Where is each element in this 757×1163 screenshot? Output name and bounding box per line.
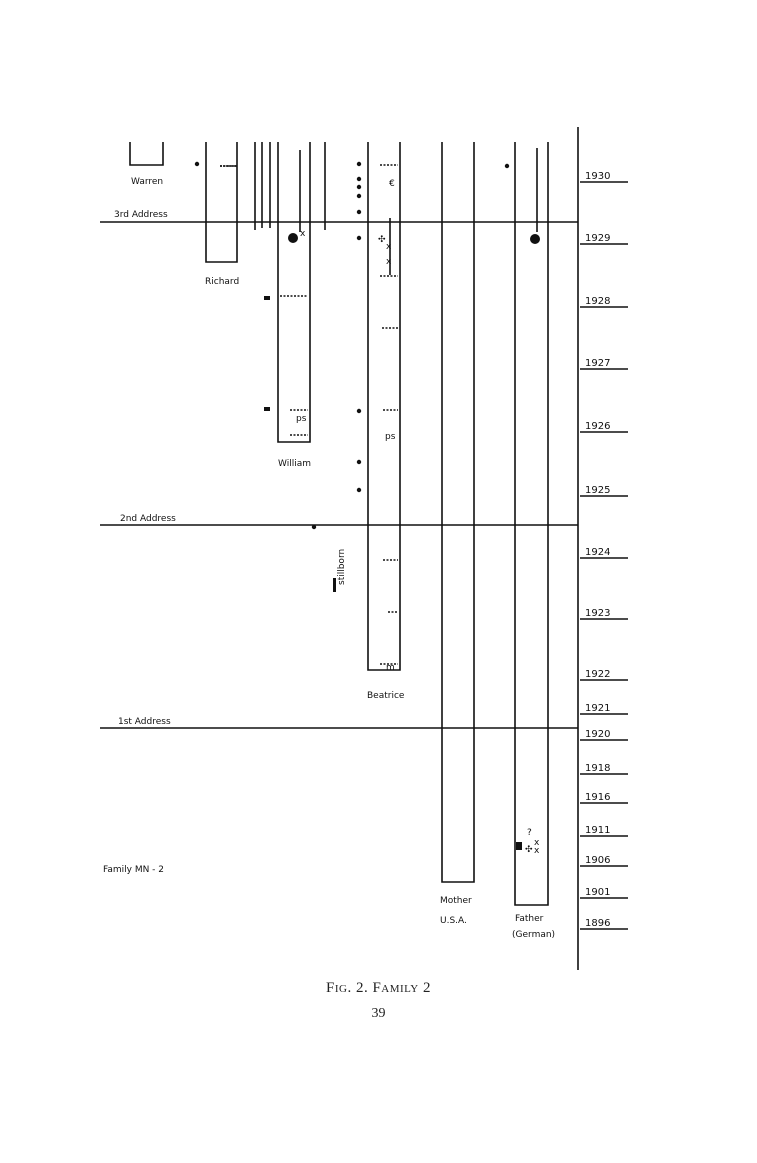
member-note-mother: U.S.A. bbox=[440, 916, 467, 926]
stillborn-mark bbox=[333, 578, 336, 592]
event-dot bbox=[356, 193, 362, 199]
column-richard bbox=[205, 142, 238, 263]
column-mother bbox=[441, 142, 475, 883]
column-beatrice bbox=[367, 142, 401, 671]
event-dot bbox=[356, 487, 362, 493]
column-warren bbox=[129, 142, 164, 166]
member-name-richard: Richard bbox=[205, 277, 239, 287]
year-label-1930: 1930 bbox=[585, 171, 610, 182]
address-label-3: 1st Address bbox=[118, 717, 171, 727]
page-number: 39 bbox=[371, 1006, 386, 1021]
event-bar bbox=[264, 407, 270, 411]
event-dot bbox=[356, 209, 362, 215]
column-william bbox=[277, 142, 311, 443]
stillborn-label: stillborn bbox=[337, 549, 347, 585]
event-dot bbox=[356, 235, 362, 241]
question-mark: ? bbox=[527, 828, 532, 838]
year-label-1901: 1901 bbox=[585, 887, 610, 898]
event-dot bbox=[356, 161, 362, 167]
open-cross-mark: ✣ bbox=[378, 235, 386, 245]
member-note-father: (German) bbox=[512, 930, 555, 940]
year-label-1922: 1922 bbox=[585, 669, 610, 680]
event-dot bbox=[356, 184, 362, 190]
year-label-1929: 1929 bbox=[585, 233, 610, 244]
year-label-1928: 1928 bbox=[585, 296, 610, 307]
year-label-1925: 1925 bbox=[585, 485, 610, 496]
member-name-warren: Warren bbox=[131, 177, 163, 187]
event-dot bbox=[194, 161, 200, 167]
figure-caption: Fig. 2. Family 2 bbox=[326, 980, 431, 996]
address-label-1: 3rd Address bbox=[114, 210, 168, 220]
year-label-1918: 1918 bbox=[585, 763, 610, 774]
member-name-father: Father bbox=[515, 914, 544, 924]
event-filled-circle bbox=[530, 234, 540, 244]
event-marker bbox=[516, 842, 522, 850]
year-label-1923: 1923 bbox=[585, 608, 610, 619]
year-label-1924: 1924 bbox=[585, 547, 610, 558]
x-mark: x bbox=[300, 229, 306, 239]
year-label-1927: 1927 bbox=[585, 358, 610, 369]
year-label-1896: 1896 bbox=[585, 918, 610, 929]
member-name-william: William bbox=[278, 459, 311, 469]
euro-mark: € bbox=[389, 179, 395, 189]
event-dot bbox=[311, 524, 317, 530]
event-dot bbox=[504, 163, 510, 169]
year-label-1926: 1926 bbox=[585, 421, 610, 432]
x-mark: x bbox=[386, 242, 392, 252]
m-mark: m bbox=[386, 663, 395, 673]
family-label: Family MN - 2 bbox=[103, 865, 164, 875]
ps-mark: ps bbox=[385, 432, 396, 442]
address-label-2: 2nd Address bbox=[120, 514, 176, 524]
year-label-1916: 1916 bbox=[585, 792, 610, 803]
ps-mark: ps bbox=[296, 414, 307, 424]
x-mark: x bbox=[386, 257, 392, 267]
year-label-1906: 1906 bbox=[585, 855, 610, 866]
event-dot bbox=[356, 176, 362, 182]
member-name-beatrice: Beatrice bbox=[367, 691, 405, 701]
member-name-mother: Mother bbox=[440, 896, 472, 906]
event-bar bbox=[264, 296, 270, 300]
year-label-1921: 1921 bbox=[585, 703, 610, 714]
event-filled-circle bbox=[288, 233, 298, 243]
open-cross-mark: ✣ bbox=[525, 845, 533, 855]
x-mark: x bbox=[534, 846, 540, 856]
x-mark: x bbox=[534, 838, 540, 848]
year-label-1911: 1911 bbox=[585, 825, 610, 836]
event-dot bbox=[356, 408, 362, 414]
column-father bbox=[514, 142, 549, 906]
event-dot bbox=[356, 459, 362, 465]
year-label-1920: 1920 bbox=[585, 729, 610, 740]
